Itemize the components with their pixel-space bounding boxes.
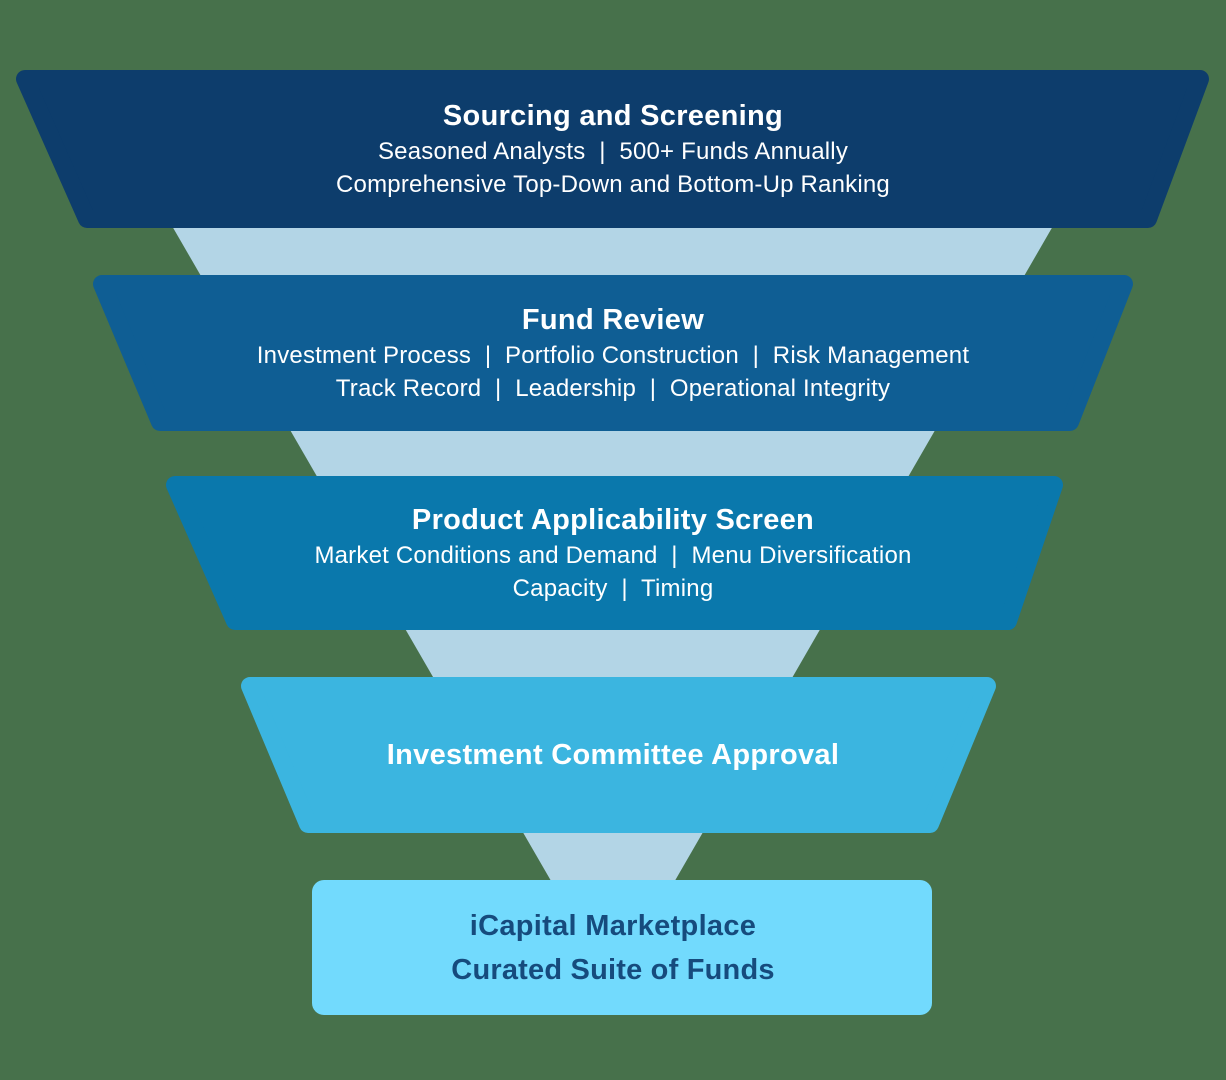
stage-shape-fund-review — [93, 275, 1133, 431]
stage-shape-icapital-marketplace — [312, 880, 932, 1015]
stage-shape-investment-committee-approval — [241, 677, 996, 833]
stage-shape-sourcing-and-screening — [16, 70, 1209, 228]
stage-shape-product-applicability-screen — [166, 476, 1063, 630]
